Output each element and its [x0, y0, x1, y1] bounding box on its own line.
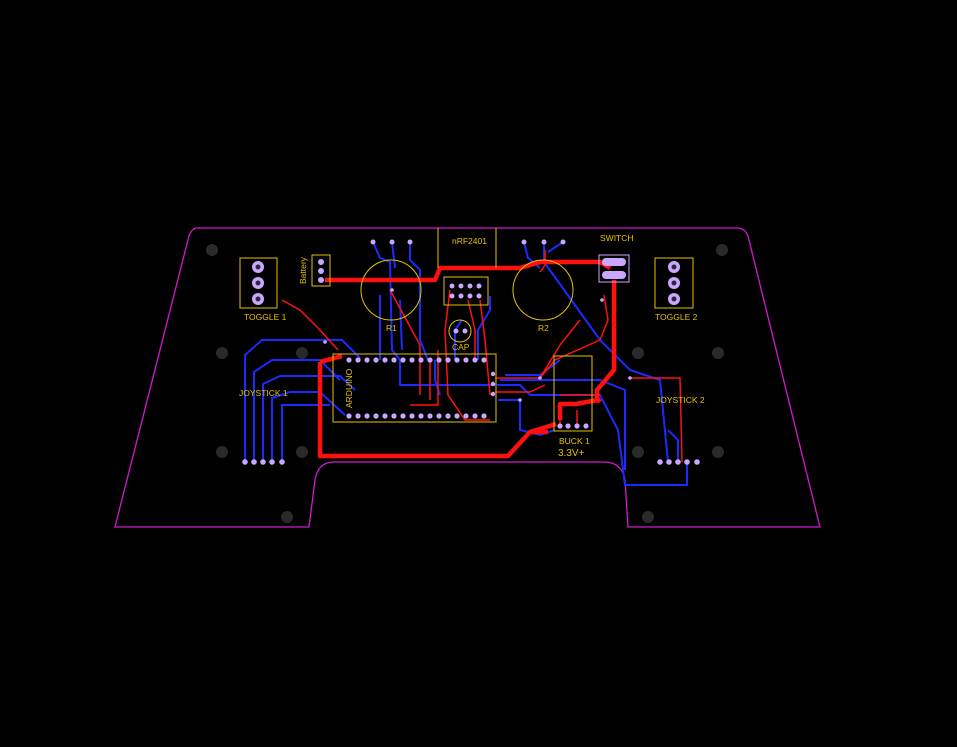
cap-label: CAP [452, 342, 470, 352]
joystick-1: JOYSTICK 1 [239, 388, 288, 465]
capacitor: CAP [448, 319, 472, 352]
top-copper-traces [281, 250, 683, 463]
board-outline [114, 227, 821, 528]
toggle-2-label: TOGGLE 2 [655, 312, 698, 322]
arduino-module: ARDUINO [332, 353, 497, 423]
toggle-2: TOGGLE 2 [654, 257, 698, 322]
buck-converter: BUCK 1 3.3V+ [553, 355, 593, 459]
battery-label: Battery [298, 256, 308, 284]
r2-potentiometer: R2 [512, 239, 574, 333]
battery-connector: Battery [298, 254, 331, 287]
mounting-holes [206, 244, 728, 523]
power-switch: SWITCH [598, 233, 634, 283]
vias [323, 288, 632, 402]
arduino-label: ARDUINO [344, 368, 354, 408]
r1-label: R1 [386, 323, 397, 333]
joystick-2-label: JOYSTICK 2 [656, 395, 705, 405]
r1-potentiometer: R1 [360, 239, 422, 333]
joystick-2: JOYSTICK 2 [656, 395, 705, 465]
switch-label: SWITCH [600, 233, 634, 243]
buck-voltage-label: 3.3V+ [558, 448, 585, 459]
r2-label: R2 [538, 323, 549, 333]
buck-label: BUCK 1 [559, 436, 590, 446]
nrf-label: nRF2401 [452, 236, 487, 246]
joystick-1-label: JOYSTICK 1 [239, 388, 288, 398]
toggle-1: TOGGLE 1 [239, 257, 287, 322]
toggle-1-label: TOGGLE 1 [244, 312, 287, 322]
bottom-copper-traces [244, 241, 688, 486]
power-traces [317, 259, 617, 459]
nrf2401-module: nRF2401 [437, 228, 497, 306]
